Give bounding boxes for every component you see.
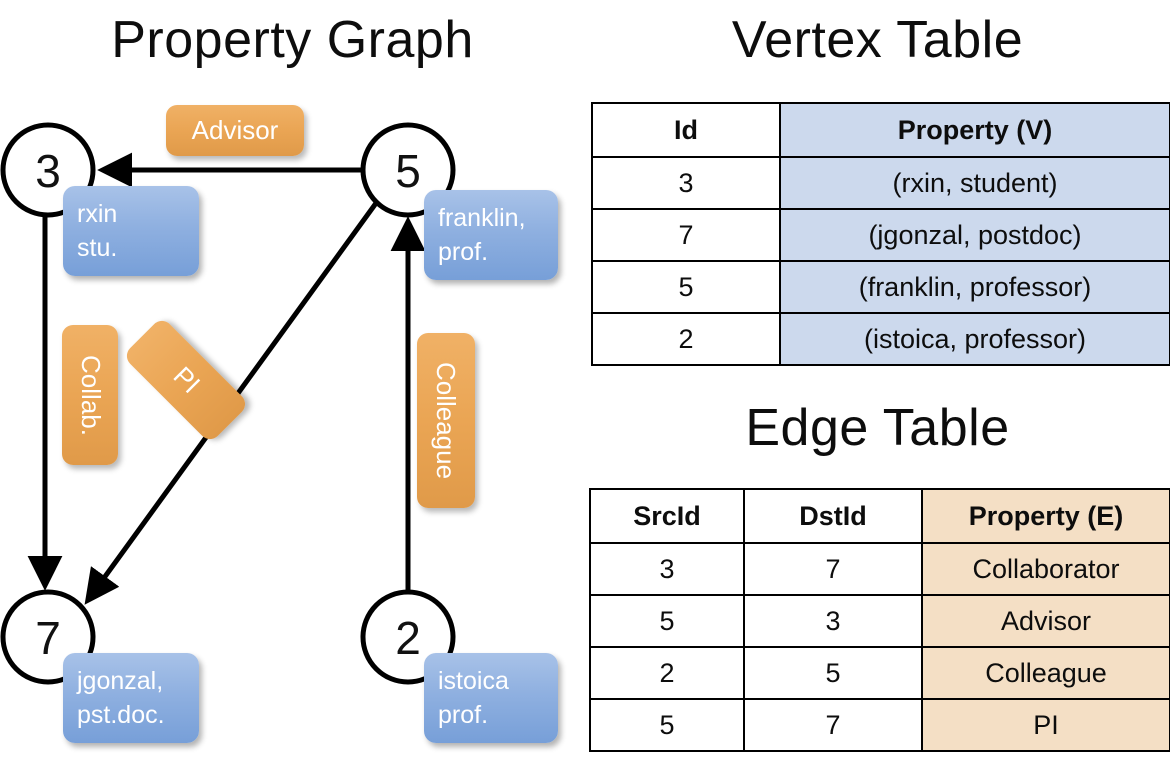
graph-edge-label-pi-text: PI: [167, 360, 206, 399]
vertex-cell-property: (jgonzal, postdoc): [779, 208, 1170, 262]
table-row: 3 7 Collaborator: [589, 542, 1170, 596]
edge-cell-src: 3: [589, 542, 745, 596]
property-graph-diagram: 3 5 7 2 rxin stu. franklin, prof. jgonza…: [0, 105, 558, 743]
vertex-cell-id: 3: [591, 156, 781, 210]
edge-cell-src: 2: [589, 646, 745, 700]
table-row: 5 3 Advisor: [589, 594, 1170, 648]
edge-cell-dst: 3: [743, 594, 923, 648]
vertex-table-header-id: Id: [591, 102, 781, 158]
page-title-edge-table: Edge Table: [745, 399, 1010, 457]
graph-edge-label-colleague: Colleague: [417, 333, 475, 508]
graph-edge-label-colleague-text: Colleague: [431, 361, 462, 480]
edge-table-header-srcid: SrcId: [589, 488, 745, 544]
vertex-cell-id: 5: [591, 260, 781, 314]
vertex-cell-id: 7: [591, 208, 781, 262]
graph-node-property-2: istoica prof.: [424, 653, 558, 743]
table-row: 5 (franklin, professor): [591, 260, 1170, 314]
edge-table: SrcId DstId Property (E) 3 7 Collaborato…: [589, 488, 1170, 752]
graph-node-property-5: franklin, prof.: [424, 190, 558, 280]
graph-edge-label-collab-text: Collab.: [75, 354, 106, 436]
table-row: 3 (rxin, student): [591, 156, 1170, 210]
edge-cell-property: Colleague: [921, 646, 1170, 700]
table-row: 7 (jgonzal, postdoc): [591, 208, 1170, 262]
edge-cell-dst: 5: [743, 646, 923, 700]
edge-cell-src: 5: [589, 698, 745, 752]
vertex-cell-property: (franklin, professor): [779, 260, 1170, 314]
graph-edge-label-collab: Collab.: [62, 325, 118, 465]
table-row: 5 7 PI: [589, 698, 1170, 752]
edge-cell-dst: 7: [743, 698, 923, 752]
vertex-cell-property: (istoica, professor): [779, 312, 1170, 366]
vertex-table-header-row: Id Property (V): [591, 102, 1170, 158]
edge-cell-property: Collaborator: [921, 542, 1170, 596]
page-title-property-graph: Property Graph: [111, 11, 474, 69]
edge-table-header-property: Property (E): [921, 488, 1170, 544]
graph-node-property-3: rxin stu.: [63, 186, 199, 276]
table-row: 2 5 Colleague: [589, 646, 1170, 700]
graph-edge-label-advisor: Advisor: [166, 105, 304, 156]
edge-table-header-dstid: DstId: [743, 488, 923, 544]
vertex-table: Id Property (V) 3 (rxin, student) 7 (jgo…: [591, 102, 1170, 366]
vertex-cell-property: (rxin, student): [779, 156, 1170, 210]
vertex-table-header-property: Property (V): [779, 102, 1170, 158]
edge-cell-dst: 7: [743, 542, 923, 596]
table-row: 2 (istoica, professor): [591, 312, 1170, 366]
edge-cell-property: PI: [921, 698, 1170, 752]
page-title-vertex-table: Vertex Table: [731, 11, 1024, 69]
graph-node-property-7: jgonzal, pst.doc.: [63, 653, 199, 743]
edge-cell-property: Advisor: [921, 594, 1170, 648]
edge-table-header-row: SrcId DstId Property (E): [589, 488, 1170, 544]
vertex-cell-id: 2: [591, 312, 781, 366]
edge-cell-src: 5: [589, 594, 745, 648]
